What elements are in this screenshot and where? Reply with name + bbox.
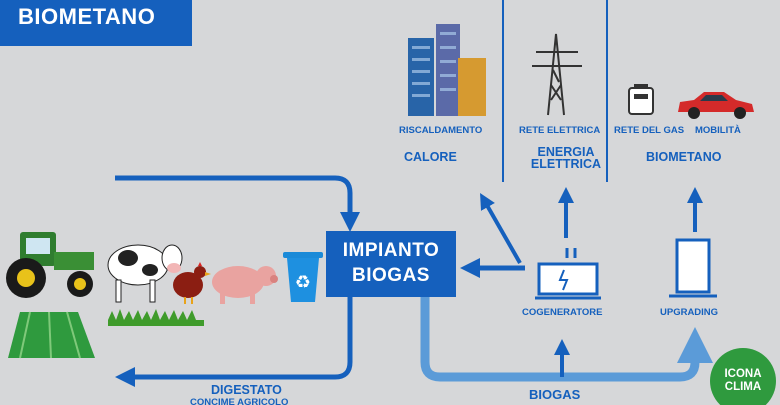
energia-elettrica-label: ENERGIA ELETTRICA — [530, 145, 602, 171]
gas-meter-icon — [628, 84, 654, 115]
recycle-bin-icon: ♻ — [283, 252, 323, 302]
impianto-line2: BIOGAS — [352, 265, 430, 286]
digestato-arrow — [115, 297, 353, 387]
calore-label: CALORE — [404, 150, 457, 164]
rete-elettrica-label: RETE ELETTRICA — [519, 125, 601, 136]
cow-icon — [107, 244, 204, 326]
car-icon — [678, 92, 754, 119]
biogas-flow-label: BIOGAS — [529, 387, 581, 402]
rete-gas-label: RETE DEL GAS — [614, 125, 685, 136]
hen-icon — [173, 262, 211, 304]
svg-text:♻: ♻ — [295, 272, 311, 293]
mobilita-label: MOBILITÀ — [695, 125, 741, 136]
cogeneratore-label: COGENERATORE — [522, 307, 603, 318]
upgrading-icon — [669, 238, 717, 298]
power-pylon-icon — [532, 33, 582, 116]
input-flow-arrow — [115, 175, 360, 232]
logo-line2: CLIMA — [724, 381, 762, 393]
field-icon — [8, 311, 95, 359]
riscaldamento-label: RISCALDAMENTO — [399, 125, 483, 136]
buildings-icon — [408, 24, 486, 116]
biometano-use-label: BIOMETANO — [646, 150, 722, 164]
title-banner: BIOMETANO — [0, 0, 192, 46]
logo-line1: ICONA — [724, 368, 762, 380]
heat-to-calore-arrow — [480, 193, 522, 264]
concime-label: CONCIME AGRICOLO — [190, 397, 289, 405]
cogenerator-icon — [535, 248, 601, 300]
page-title: BIOMETANO — [18, 4, 156, 29]
tractor-icon — [6, 232, 94, 298]
impianto-biogas-box: IMPIANTO BIOGAS — [326, 231, 456, 297]
upgrading-label: UPGRADING — [660, 307, 719, 318]
pig-icon — [212, 266, 278, 304]
digestato-label: DIGESTATO — [211, 383, 282, 397]
icona-clima-logo: ICONA CLIMA — [710, 348, 776, 405]
impianto-line1: IMPIANTO — [342, 240, 440, 261]
